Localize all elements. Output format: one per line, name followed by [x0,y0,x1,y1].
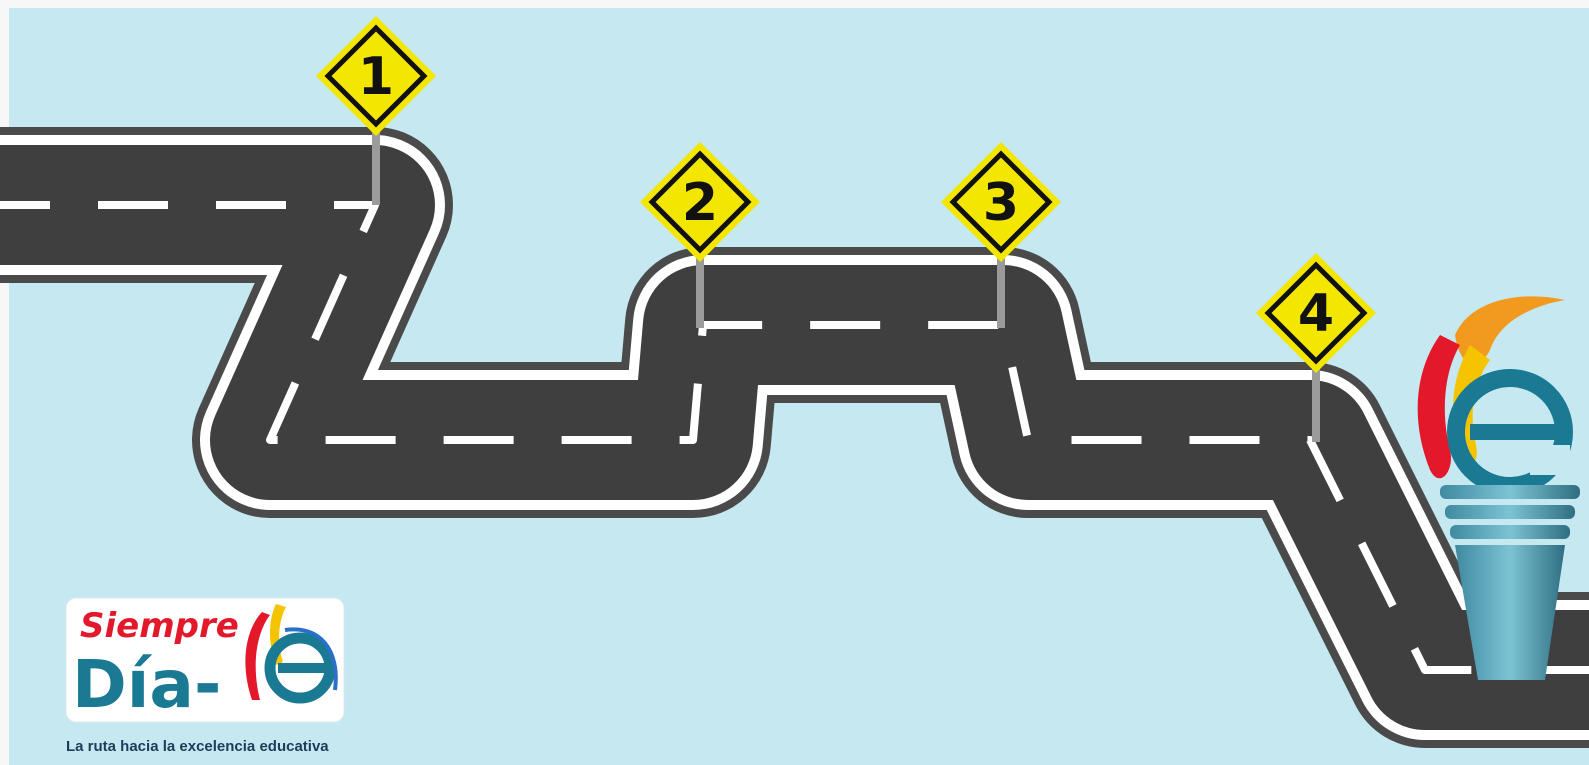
logo-tagline: La ruta hacia la excelencia educativa [66,738,329,755]
logo-siempre-text: Siempre [80,606,239,646]
sign-number: 4 [1298,284,1334,344]
sign-pole [696,252,704,328]
sign-number: 2 [682,173,718,233]
sign-number: 1 [358,47,394,107]
sign-pole [372,126,380,205]
sign-pole [1312,363,1320,442]
sign-number: 3 [983,173,1019,233]
sign-pole [997,252,1005,328]
torch-e-bar [1470,424,1560,440]
torch-cup-band-1 [1440,485,1580,499]
torch-e-gap [1530,445,1570,475]
torch-cup-band-2 [1445,505,1575,519]
torch-cup-band-3 [1450,525,1570,539]
logo-dia-text: Día- [72,646,221,723]
logo-e-bar [278,663,330,673]
